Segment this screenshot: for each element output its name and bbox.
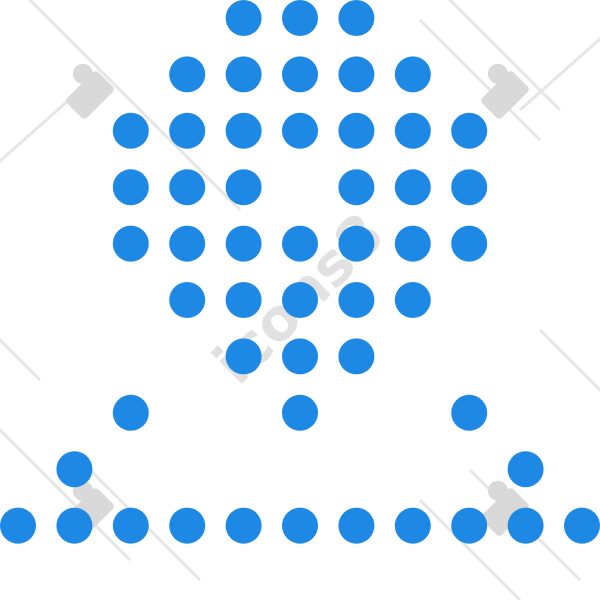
dot [56,451,93,488]
dot [112,112,149,149]
dot [394,507,431,544]
dot [338,225,375,262]
dot [507,451,544,488]
dot [338,112,375,149]
dot [112,225,149,262]
dot [282,0,318,36]
dot [169,56,206,93]
dot [451,507,488,544]
dot [507,507,544,544]
dot [282,112,318,149]
watermark-line [158,128,242,212]
dot [225,169,262,206]
dot [338,507,375,544]
dot [282,225,318,262]
watermark-line [0,427,132,562]
watermark-line [418,18,542,142]
dot [338,338,375,375]
watermark-logo-icon [481,63,529,119]
dot [225,338,262,375]
dot [225,112,262,149]
dot [282,282,318,318]
dot [112,169,149,206]
watermark-line [0,337,42,382]
dot [451,225,488,262]
dot [56,507,93,544]
dot [564,507,600,544]
dot [112,394,149,431]
dot [169,169,206,206]
dot [225,507,262,544]
dot [225,282,262,318]
dot [225,225,262,262]
watermark-line [538,328,600,393]
dot [451,169,488,206]
dot [169,112,206,149]
watermark-line [0,88,81,164]
dot [451,394,488,431]
watermark-line [447,0,562,112]
dot [0,507,36,544]
dot [282,394,318,431]
dot [112,507,149,544]
watermark-line [519,36,600,112]
dot [225,0,262,36]
dot [451,112,488,149]
watermark-logo-icon [481,480,529,536]
dot [169,225,206,262]
watermark-logo-icon [66,63,114,119]
dot [394,112,431,149]
dot [394,282,431,318]
dot [282,338,318,375]
watermark-line [27,0,162,132]
dot [282,507,318,544]
watermark-line [418,498,522,600]
dot [338,169,375,206]
dot [338,282,375,318]
dot [394,225,431,262]
dot [338,0,375,36]
dot [169,282,206,318]
dot [338,56,375,93]
dot [225,56,262,93]
dot [282,56,318,93]
dot [394,56,431,93]
dot [394,169,431,206]
dots-layer [0,0,600,544]
dot [169,507,206,544]
